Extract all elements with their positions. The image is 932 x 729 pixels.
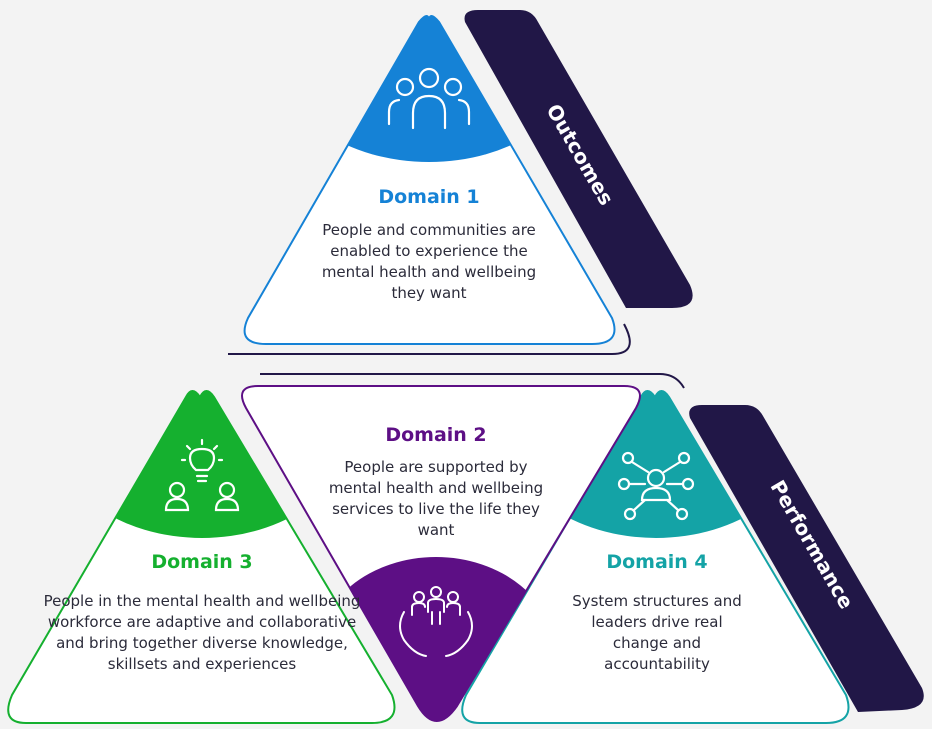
outcomes-band <box>464 10 693 308</box>
divider-line-lower <box>260 373 685 389</box>
domain3-title: Domain 3 <box>151 551 253 573</box>
people-idea-icon <box>164 438 240 512</box>
domain2-title: Domain 2 <box>385 424 487 446</box>
domain1-text: People and communities are enabled to ex… <box>321 221 537 302</box>
domain4-text: System structures and leaders drive real… <box>572 592 742 673</box>
people-group-icon <box>387 67 471 130</box>
domain2-text: People are supported by mental health an… <box>328 458 544 539</box>
people-in-hands-icon <box>399 586 473 657</box>
divider-line <box>228 323 631 355</box>
domain4-title: Domain 4 <box>606 551 708 573</box>
network-person-icon <box>617 451 695 521</box>
domain3-text: People in the mental health and wellbein… <box>43 592 361 673</box>
domain1-title: Domain 1 <box>378 186 480 208</box>
performance-band <box>689 405 924 712</box>
